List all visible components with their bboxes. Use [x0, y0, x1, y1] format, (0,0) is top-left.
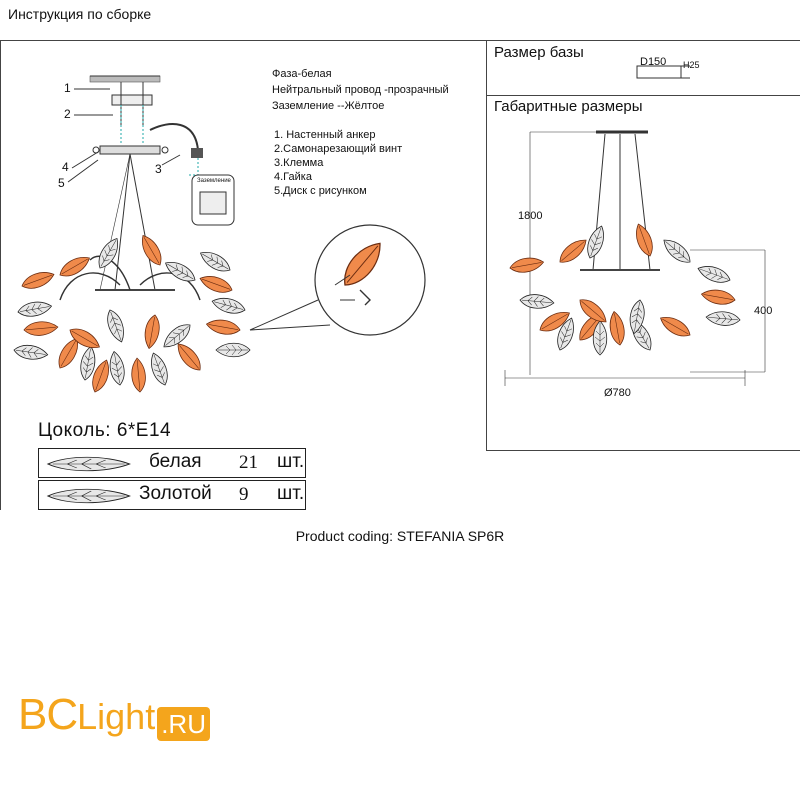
wiring-phase: Фаза-белая: [272, 68, 332, 80]
frame-left-border: [0, 40, 1, 510]
callout-number: 1: [64, 81, 71, 95]
part-item: 1. Настенный анкер: [274, 129, 376, 141]
leaf-name: Золотой: [139, 483, 212, 504]
leaf-row-gold: Золотой 9 шт.: [38, 480, 306, 510]
base-height-label: H25: [683, 60, 700, 70]
overall-size-title: Габаритные размеры: [494, 98, 643, 115]
body-height-label: 400: [754, 305, 773, 317]
product-coding: Product coding: STEFANIA SP6R: [295, 528, 505, 544]
callout-number: 4: [62, 160, 69, 174]
wiring-notes: Фаза-белая Нейтральный провод -прозрачны…: [272, 66, 449, 114]
brand-logo: BCLight.RU: [18, 690, 210, 742]
ceiling-mount: [89, 75, 235, 291]
logo-light: Light: [77, 696, 156, 737]
part-item: 5.Диск с рисунком: [274, 185, 367, 197]
frame-top-border: [0, 40, 800, 41]
callout-leaders: [67, 88, 181, 183]
leaf-unit: шт.: [277, 483, 305, 504]
frame-divider-h1: [486, 95, 800, 96]
part-item: 3.Клемма: [274, 157, 324, 169]
callout-number: 5: [58, 176, 65, 190]
wiring-neutral: Нейтральный провод -прозрачный: [272, 84, 449, 96]
frame-divider-h2: [486, 450, 800, 451]
base-size-drawing: [636, 65, 690, 79]
wiring-ground: Заземление --Жёлтое: [272, 100, 385, 112]
callout-number: 3: [155, 162, 162, 176]
base-diameter-label: D150: [640, 56, 667, 68]
base-size-title: Размер базы: [494, 44, 584, 61]
chandelier-illustration: [12, 231, 251, 395]
leaf-name: белая: [149, 451, 202, 472]
leaf-count: 9: [239, 484, 249, 505]
terminal-caption: Заземление: [197, 178, 231, 184]
overall-dimension-drawing: [504, 130, 766, 386]
leaf-row-white: белая 21 шт.: [38, 448, 306, 478]
part-item: 4.Гайка: [274, 171, 312, 183]
logo-ru: .RU: [157, 707, 210, 742]
diameter-label: Ø780: [604, 387, 631, 399]
page-title: Инструкция по сборке: [8, 6, 152, 22]
socket-label: Цоколь: 6*E14: [38, 420, 172, 441]
leaf-count: 21: [239, 452, 258, 473]
leaf-unit: шт.: [277, 451, 305, 472]
detail-callout: [249, 224, 426, 336]
parts-list: 1. Настенный анкер 2.Самонарезающий винт…: [274, 128, 402, 198]
part-item: 2.Самонарезающий винт: [274, 143, 403, 155]
callout-number: 2: [64, 107, 71, 121]
logo-bc: BC: [18, 690, 78, 739]
frame-divider: [486, 40, 487, 450]
